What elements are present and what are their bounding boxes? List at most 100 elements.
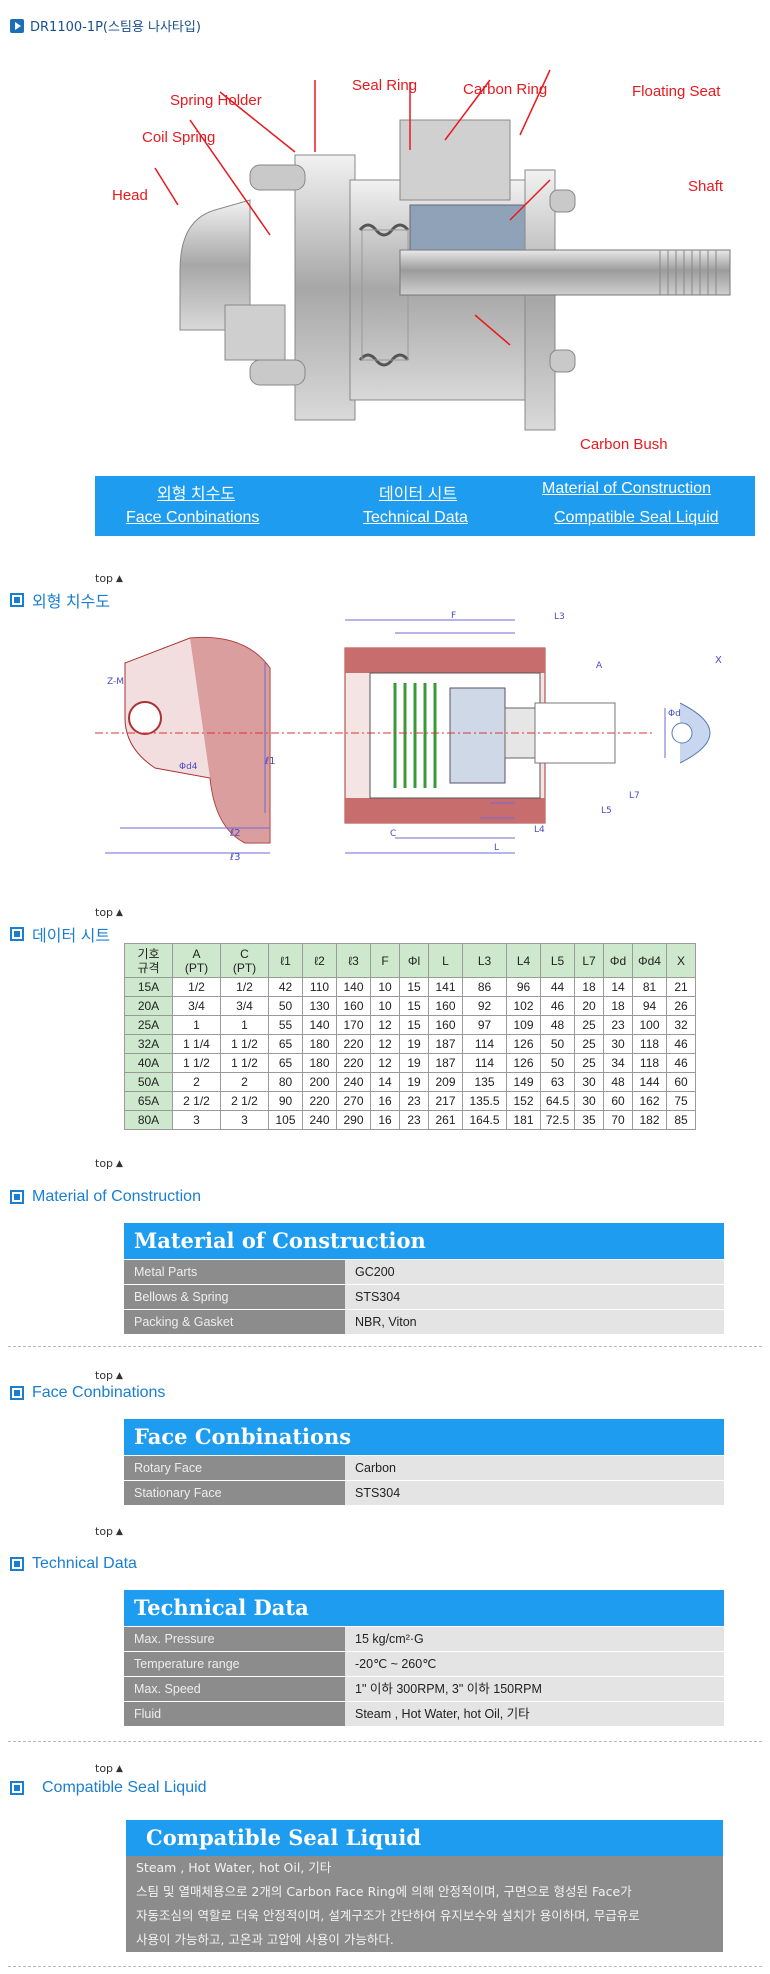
top-link-3[interactable]: top▲ [95,1157,123,1170]
table-cell: 144 [632,1072,667,1092]
table-cell: 1 1/2 [220,1034,269,1054]
label-L3: L3 [554,612,565,622]
table-cell: 160 [428,1015,463,1035]
table-cell: 14 [370,1072,400,1092]
table-cell: 164.5 [462,1110,507,1130]
table-cell: 2 1/2 [220,1091,269,1111]
divider [8,1966,762,1967]
table-cell: 12 [370,1015,400,1035]
label-l1: ℓ1 [265,756,276,767]
table-cell: 19 [399,1072,429,1092]
table-cell: 23 [399,1110,429,1130]
header-line: ℓ3 [348,953,359,968]
table-cell: 1 [172,1015,221,1035]
label-L7: L7 [629,791,640,801]
table-cell: 126 [506,1053,541,1073]
table-cell: 3/4 [220,996,269,1016]
table-cell: 170 [336,1015,371,1035]
nav-link-technical[interactable]: Technical Data [363,509,468,526]
table-header-cell: Φl [399,943,429,978]
top-link-4[interactable]: top▲ [95,1369,123,1382]
caret-up-icon: ▲ [116,907,123,918]
header-line: Φd4 [638,953,661,968]
table-cell: 30 [603,1034,633,1054]
technical-row-value: 15 kg/cm²·G [345,1627,724,1651]
caret-up-icon: ▲ [116,1370,123,1381]
table-cell: 160 [336,996,371,1016]
table-cell: 180 [302,1034,337,1054]
caret-up-icon: ▲ [116,1763,123,1774]
table-cell: 118 [632,1053,667,1073]
table-cell: 80 [268,1072,303,1092]
table-cell: 162 [632,1091,667,1111]
table-cell: 44 [540,977,575,997]
section-heading-datasheet: 데이터 시트 [10,922,110,946]
table-cell: 42 [268,977,303,997]
header-line: (PT) [184,960,209,975]
header-line: (PT) [232,960,257,975]
nav-link-outline[interactable]: 외형 치수도 [157,486,236,503]
nav-link-seal[interactable]: Compatible Seal Liquid [554,509,719,526]
table-cell: 46 [540,996,575,1016]
label-C: C [390,829,397,839]
label-z-m: Z-M [107,677,125,687]
label-l3: ℓ3 [230,852,241,863]
table-cell: 15 [399,996,429,1016]
square-bullet-icon [10,1557,24,1571]
nav-link-face[interactable]: Face Conbinations [126,509,260,526]
table-cell: 65 [268,1053,303,1073]
header-line: ℓ1 [280,953,291,968]
label-F: F [451,611,457,621]
table-cell: 114 [462,1053,507,1073]
seal-line-4: 사용이 가능하고, 고온과 고압에 사용이 가능하다. [136,1932,394,1947]
technical-box-title: Technical Data [124,1590,724,1626]
top-link-5[interactable]: top▲ [95,1525,123,1538]
table-cell: 187 [428,1034,463,1054]
label-L5: L5 [601,806,612,816]
top-link-6[interactable]: top▲ [95,1762,123,1775]
table-cell: 135 [462,1072,507,1092]
table-cell: 182 [632,1110,667,1130]
material-row-key: Bellows & Spring [124,1285,345,1309]
technical-row-key: Temperature range [124,1652,345,1676]
table-cell: 105 [268,1110,303,1130]
nav-link-material[interactable]: Material of Construction [542,480,711,497]
table-cell: 12 [370,1053,400,1073]
square-bullet-icon [10,1386,24,1400]
table-cell: 48 [603,1072,633,1092]
callout-carbon-bush: Carbon Bush [580,436,668,453]
callout-spring-holder: Spring Holder [170,92,262,109]
table-cell: 2 [220,1072,269,1092]
table-cell: 220 [336,1053,371,1073]
top-link-2[interactable]: top▲ [95,906,123,919]
seal-line-3: 자동조심의 역할로 더욱 안정적이며, 설계구조가 간단하여 유지보수와 설치가… [136,1908,640,1923]
table-cell: 25 [574,1053,604,1073]
nav-link-datasheet[interactable]: 데이터 시트 [379,486,458,503]
face-row-key: Rotary Face [124,1456,345,1480]
section-heading-text: Material of Construction [32,1188,201,1205]
table-cell: 240 [302,1110,337,1130]
callout-head: Head [112,187,148,204]
table-cell: 181 [506,1110,541,1130]
table-header-cell: Φd [603,943,633,978]
label-X: X [715,655,722,666]
seal-line-2: 스팀 및 열매체용으로 2개의 Carbon Face Ring에 의해 안정적… [136,1884,632,1899]
table-cell: 220 [302,1091,337,1111]
table-cell: 19 [399,1053,429,1073]
seal-box: Compatible Seal Liquid Steam , Hot Water… [126,1820,723,1952]
top-link-1[interactable]: top▲ [95,572,123,585]
table-cell: 1 1/4 [172,1034,221,1054]
table-cell: 240 [336,1072,371,1092]
table-cell: 48 [540,1015,575,1035]
top-link-label: top [95,1157,114,1170]
